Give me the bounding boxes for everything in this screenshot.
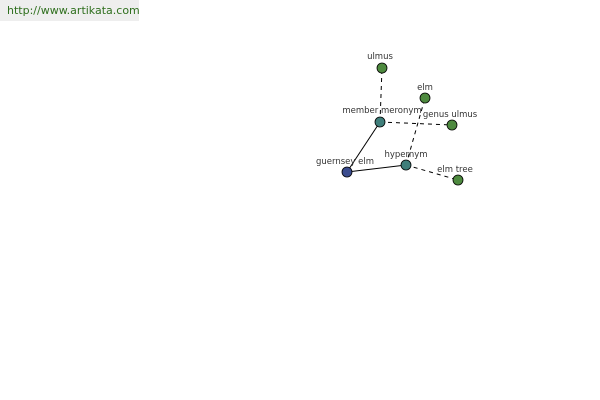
edge-hypernym-to-elm (405, 97, 426, 166)
node-label-genus-ulmus[interactable]: genus ulmus (423, 110, 478, 120)
url-bar: http://www.artikata.com (0, 0, 140, 21)
edge-guernsey-elm-to-member-meronym (346, 121, 381, 173)
node-label-elm[interactable]: elm (417, 83, 433, 93)
node-label-hypernym[interactable]: hypernym (384, 150, 427, 160)
edge-member-meronym-to-genus-ulmus (379, 121, 453, 126)
edge-guernsey-elm-to-hypernym (346, 164, 407, 173)
node-elm[interactable] (419, 92, 431, 104)
edge-member-meronym-to-ulmus (379, 67, 383, 123)
site-url-link[interactable]: http://www.artikata.com (7, 4, 140, 17)
node-genus-ulmus[interactable] (446, 119, 458, 131)
node-hypernym[interactable] (400, 159, 412, 171)
graph-edges (346, 67, 459, 181)
edge-hypernym-to-elm-tree (405, 164, 459, 181)
node-elm-tree[interactable] (452, 174, 464, 186)
node-label-elm-tree[interactable]: elm tree (437, 165, 473, 175)
node-label-guernsey-elm[interactable]: guernsey elm (316, 157, 374, 167)
graph-nodes (341, 62, 464, 186)
node-member-meronym[interactable] (374, 116, 386, 128)
node-ulmus[interactable] (376, 62, 388, 74)
node-guernsey-elm[interactable] (341, 166, 353, 178)
node-label-member-meronym[interactable]: member meronym (342, 106, 421, 116)
node-label-ulmus[interactable]: ulmus (367, 52, 393, 62)
